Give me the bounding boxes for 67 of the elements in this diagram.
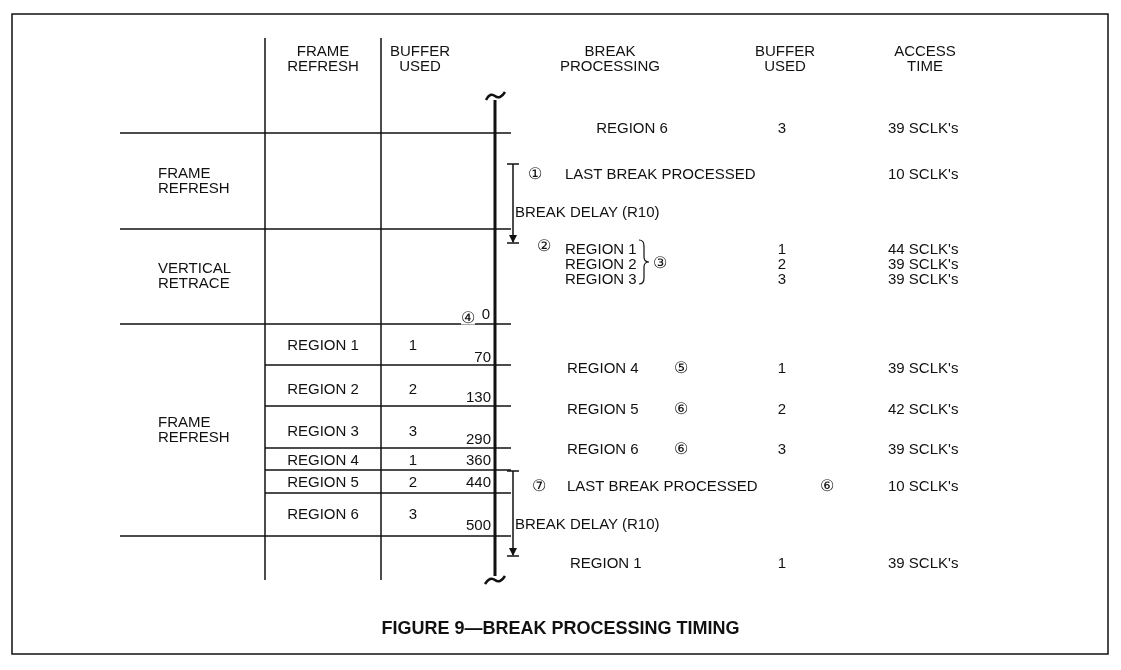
cell-text: BREAK DELAY (R10) bbox=[515, 515, 660, 531]
cell-text: 44 SCLK's bbox=[888, 240, 959, 256]
cell-text: LAST BREAK PROCESSED bbox=[565, 165, 756, 181]
cell-text: 2 bbox=[408, 380, 418, 396]
callout-number: ④ bbox=[461, 309, 475, 325]
time-value: 440 bbox=[465, 473, 491, 489]
cell-text: 3 bbox=[777, 440, 787, 456]
cell-text: REGION 2 bbox=[565, 255, 637, 271]
cell-text: 39 SCLK's bbox=[888, 119, 959, 135]
row-label: VERTICAL RETRACE bbox=[158, 260, 232, 290]
time-value: 290 bbox=[465, 430, 491, 446]
cell-text: 10 SCLK's bbox=[888, 477, 959, 493]
time-value: 500 bbox=[465, 516, 491, 532]
cell-text: 39 SCLK's bbox=[888, 359, 959, 375]
cell-text: 1 bbox=[777, 554, 787, 570]
cell-text: 3 bbox=[777, 119, 787, 135]
cell-text: BREAK DELAY (R10) bbox=[515, 203, 660, 219]
caption: FIGURE 9—BREAK PROCESSING TIMING bbox=[380, 617, 741, 639]
cell-text: 2 bbox=[777, 400, 787, 416]
cell-text: REGION 5 bbox=[287, 473, 359, 489]
callout-number: ⑥ bbox=[820, 477, 834, 493]
cell-text: REGION 1 bbox=[287, 336, 359, 352]
row-label: FRAME REFRESH bbox=[158, 165, 231, 195]
cell-text: REGION 6 bbox=[567, 440, 639, 456]
cell-text: REGION 4 bbox=[567, 359, 639, 375]
time-value: 0 bbox=[481, 305, 490, 321]
column-header: BREAK PROCESSING bbox=[559, 43, 661, 73]
callout-number: ③ bbox=[653, 254, 667, 270]
cell-text: 1 bbox=[408, 336, 418, 352]
callout-number: ① bbox=[528, 165, 542, 181]
cell-text: REGION 2 bbox=[287, 380, 359, 396]
cell-text: 3 bbox=[777, 270, 787, 286]
cell-text: 39 SCLK's bbox=[888, 440, 959, 456]
time-value: 130 bbox=[465, 388, 491, 404]
cell-text: REGION 1 bbox=[565, 240, 637, 256]
callout-number: ⑤ bbox=[674, 359, 688, 375]
callout-number: ⑥ bbox=[674, 440, 688, 456]
cell-text: 1 bbox=[408, 451, 418, 467]
cell-text: LAST BREAK PROCESSED bbox=[567, 477, 758, 493]
cell-text: 1 bbox=[777, 359, 787, 375]
cell-text: 42 SCLK's bbox=[888, 400, 959, 416]
column-header: FRAME REFRESH bbox=[286, 43, 360, 73]
cell-text: 39 SCLK's bbox=[888, 554, 959, 570]
callout-number: ⑥ bbox=[674, 400, 688, 416]
cell-text: 2 bbox=[408, 473, 418, 489]
callout-number: ② bbox=[537, 237, 551, 253]
cell-text: 3 bbox=[408, 505, 418, 521]
cell-text: REGION 4 bbox=[287, 451, 359, 467]
cell-text: REGION 6 bbox=[596, 119, 668, 135]
row-label: FRAME REFRESH bbox=[158, 414, 231, 444]
cell-text: REGION 1 bbox=[570, 554, 642, 570]
cell-text: 39 SCLK's bbox=[888, 270, 959, 286]
cell-text: REGION 3 bbox=[287, 422, 359, 438]
cell-text: 10 SCLK's bbox=[888, 165, 959, 181]
cell-text: REGION 6 bbox=[287, 505, 359, 521]
time-value: 70 bbox=[474, 348, 491, 364]
column-header: BUFFER USED bbox=[754, 43, 816, 73]
cell-text: 39 SCLK's bbox=[888, 255, 959, 271]
cell-text: REGION 3 bbox=[565, 270, 637, 286]
column-header: ACCESS TIME bbox=[893, 43, 957, 73]
cell-text: 1 bbox=[777, 240, 787, 256]
cell-text: REGION 5 bbox=[567, 400, 639, 416]
cell-text: 2 bbox=[777, 255, 787, 271]
time-value: 360 bbox=[465, 451, 491, 467]
column-header: BUFFER USED bbox=[389, 43, 451, 73]
cell-text: 3 bbox=[408, 422, 418, 438]
callout-number: ⑦ bbox=[532, 477, 546, 493]
